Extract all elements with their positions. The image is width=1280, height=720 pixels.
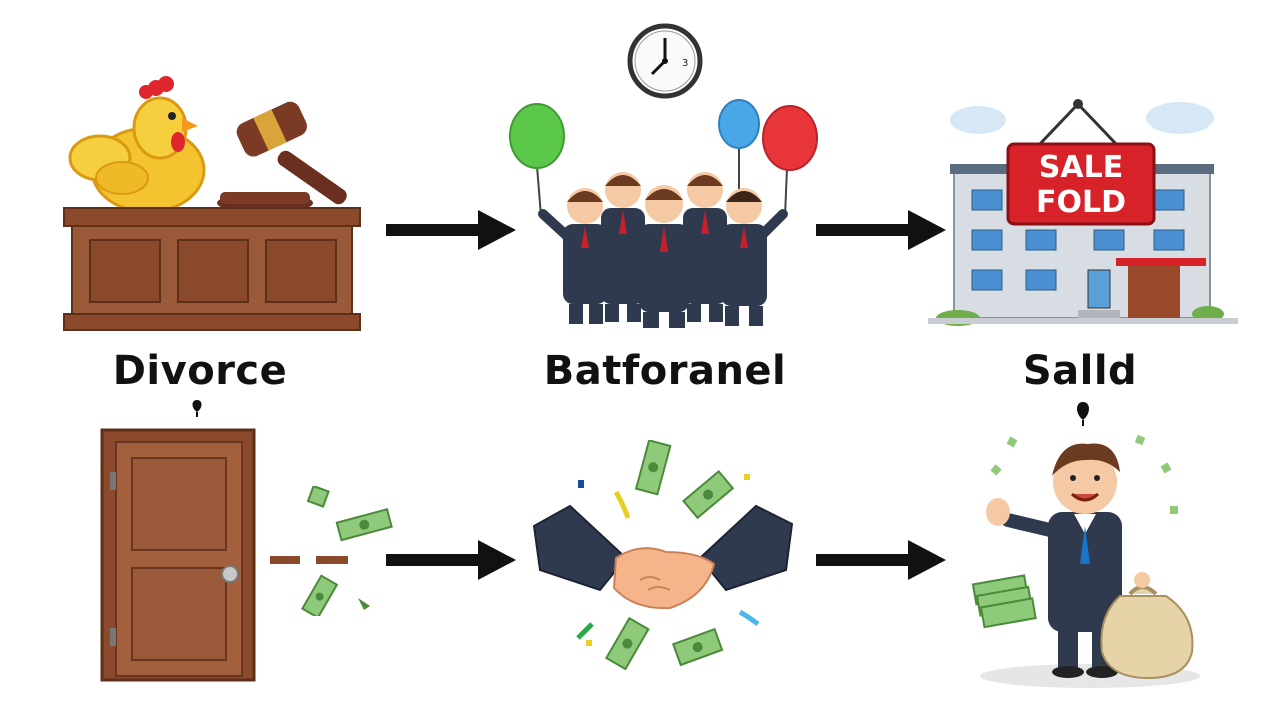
arrow-right-icon [814, 538, 948, 582]
party-scene [505, 98, 825, 332]
door-icon [100, 428, 258, 682]
arrow-right-icon [384, 538, 518, 582]
businessmen-group-icon [538, 172, 788, 328]
sign-line2: FOLD [1036, 185, 1126, 220]
party-label: Batforanel [543, 348, 787, 394]
rich-man-scene [970, 430, 1206, 690]
pin-marker-icon [188, 398, 206, 418]
money-bag-icon [1100, 572, 1194, 680]
balloon-icon [509, 99, 818, 217]
clock-icon: 3 [626, 22, 704, 100]
sign-line1: SALE [1039, 150, 1123, 185]
money-bill-icon [268, 486, 394, 616]
judge-bench-icon [63, 207, 361, 331]
arrow-right-icon [384, 208, 518, 252]
divorce-label: Divorce [112, 348, 288, 394]
handshake-icon [532, 504, 794, 610]
arrow-right-icon [814, 208, 948, 252]
chicken-icon [68, 76, 206, 214]
handshake-scene [530, 440, 796, 680]
courtroom-scene [60, 70, 370, 340]
confetti-icon [576, 474, 760, 646]
pin-marker-icon [1073, 398, 1093, 428]
money-bill-icon [604, 440, 735, 671]
sale-sign-icon: SALE FOLD [1006, 99, 1156, 226]
building-scene: SALE FOLD [928, 74, 1238, 330]
gavel-icon [217, 101, 347, 213]
sold-label: Salld [1022, 348, 1138, 394]
clock-face-text: 3 [682, 58, 688, 69]
money-bill-icon [971, 434, 1178, 629]
businessman-icon [986, 443, 1122, 678]
